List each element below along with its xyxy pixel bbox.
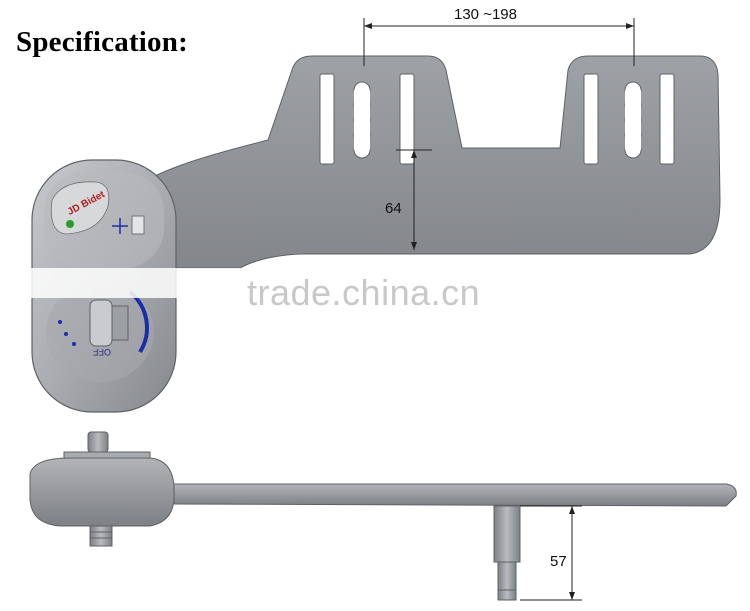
adjust-slot-left xyxy=(353,81,371,159)
logo-leaf-icon xyxy=(66,220,74,228)
watermark-band xyxy=(22,268,247,298)
adjust-slot-right xyxy=(624,81,642,159)
pressure-dot-icon xyxy=(58,320,76,346)
dimension-label-bracket-height: 64 xyxy=(385,200,402,217)
mount-slot xyxy=(399,73,415,165)
nozzle xyxy=(493,505,521,563)
dimension-label-nozzle-length: 57 xyxy=(550,553,567,570)
valve-indicator-icon xyxy=(112,215,145,235)
threaded-inlet xyxy=(89,525,113,547)
mount-slot xyxy=(659,73,675,165)
dimension-label-mount-spacing: 130 ~198 xyxy=(454,6,517,23)
mount-slot xyxy=(583,73,599,165)
logo-badge xyxy=(50,181,110,235)
knob-off-label: OFF xyxy=(93,347,111,357)
housing-side xyxy=(29,457,175,527)
mounting-bracket xyxy=(117,55,721,269)
mount-slot xyxy=(319,73,335,165)
page-title: Specification: xyxy=(16,26,188,58)
bracket-side xyxy=(173,483,737,507)
watermark-text: trade.china.cn xyxy=(247,272,481,313)
control-knob xyxy=(89,299,113,347)
inlet-connector xyxy=(87,431,109,453)
